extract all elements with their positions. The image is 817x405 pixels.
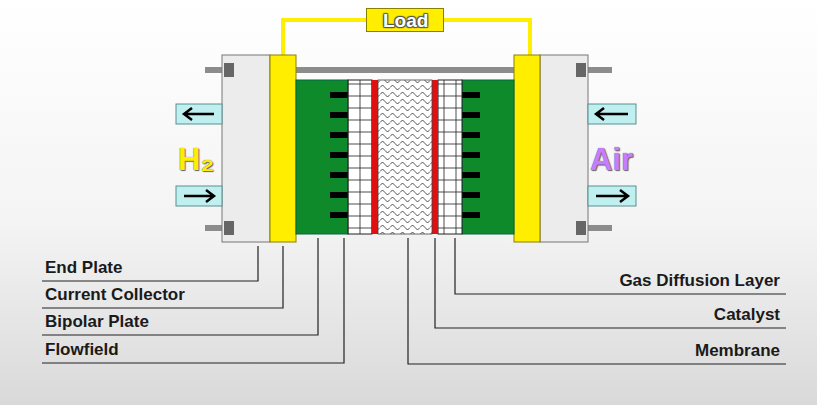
end-plate <box>540 55 588 242</box>
end-plate <box>222 55 270 242</box>
flow-channel <box>330 192 348 198</box>
flow-channel <box>330 92 348 98</box>
current-collector <box>514 55 540 242</box>
nut <box>576 63 586 77</box>
nut <box>576 221 586 235</box>
flow-channel <box>330 212 348 218</box>
flow-channel <box>462 112 480 118</box>
gas-diffusion-layer <box>348 80 372 234</box>
flow-channel <box>462 132 480 138</box>
catalyst-layer <box>372 80 378 234</box>
flow-channel <box>330 152 348 158</box>
current-collector <box>270 55 296 242</box>
nut <box>224 221 234 235</box>
flow-channel <box>462 152 480 158</box>
part-label: Catalyst <box>714 305 780 325</box>
part-label: Bipolar Plate <box>45 312 149 332</box>
flow-channel <box>330 112 348 118</box>
flow-channel <box>330 172 348 178</box>
flow-channel <box>462 212 480 218</box>
leader-lines <box>42 238 786 364</box>
part-label: Flowfield <box>45 340 119 360</box>
gas-port <box>588 186 636 206</box>
part-label: Gas Diffusion Layer <box>619 271 780 291</box>
nut <box>224 63 234 77</box>
gas-diffusion-layer <box>438 80 462 234</box>
gas-port <box>176 104 222 124</box>
membrane <box>378 80 432 234</box>
flow-channel <box>462 172 480 178</box>
gas-port <box>176 186 222 206</box>
gas-name: H₂ <box>178 142 214 178</box>
flow-channel <box>462 192 480 198</box>
gas-name: Air <box>590 142 633 178</box>
part-label: Membrane <box>695 341 780 361</box>
bipolar-plate <box>296 80 348 234</box>
load-label: Load <box>383 10 427 32</box>
flow-channel <box>462 92 480 98</box>
flow-channel <box>330 132 348 138</box>
catalyst-layer <box>432 80 438 234</box>
part-label: End Plate <box>45 258 122 278</box>
load-box: Load <box>366 8 444 32</box>
bipolar-plate <box>462 80 514 234</box>
part-label: Current Collector <box>45 285 185 305</box>
gas-port <box>588 104 636 124</box>
